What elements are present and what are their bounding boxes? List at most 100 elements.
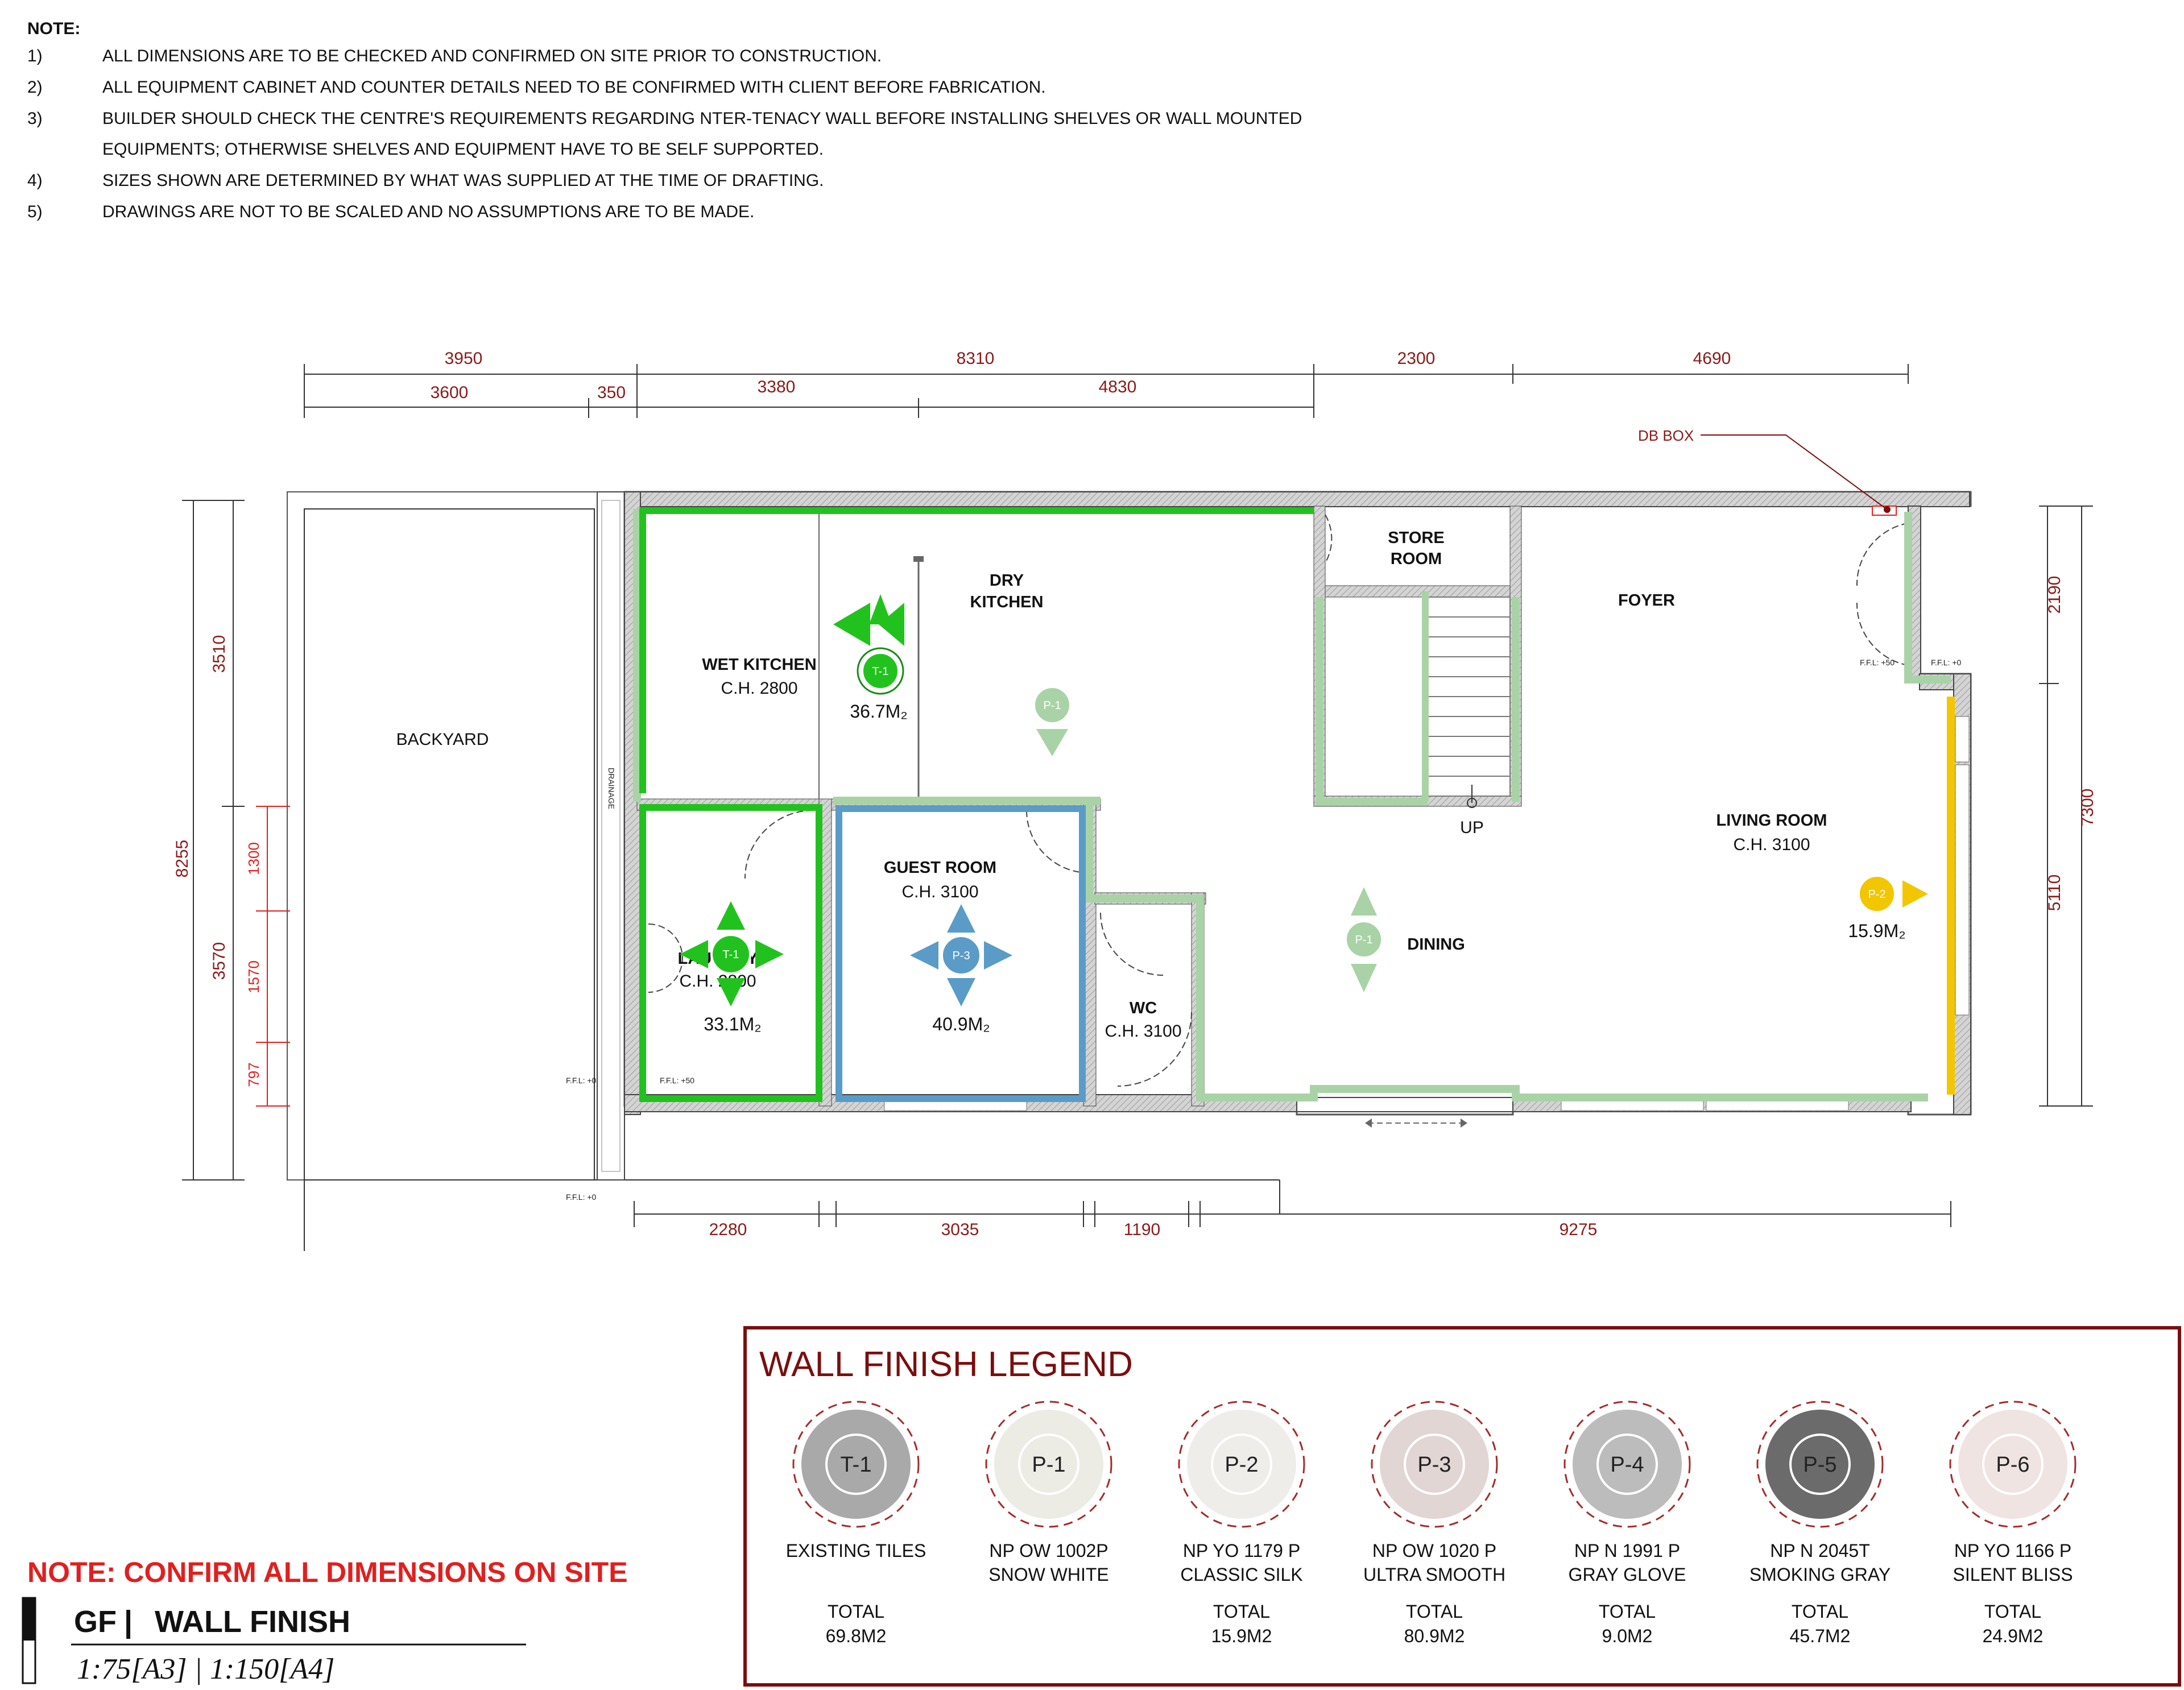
finish-marker-p3-guest: P-3 40.9M₂	[910, 904, 1012, 1034]
legend-total-label: TOTAL	[828, 1601, 884, 1622]
legend-total-value: 69.8M2	[826, 1626, 887, 1646]
top-dimensions	[304, 364, 1909, 418]
room-label-wet-kitchen: WET KITCHEN	[702, 656, 816, 674]
note-text: BUILDER SHOULD CHECK THE CENTRE'S REQUIR…	[102, 109, 1302, 128]
room-label-foyer: FOYER	[1618, 591, 1675, 610]
arrow-up-icon	[947, 904, 975, 933]
legend-title: WALL FINISH LEGEND	[759, 1345, 1133, 1384]
laundry-side-door	[648, 923, 683, 993]
legend-name: ULTRA SMOOTH	[1363, 1564, 1505, 1585]
drawing-level: GF	[74, 1605, 117, 1639]
backyard-area	[304, 508, 595, 1180]
dimension-label: 2190	[2045, 576, 2064, 614]
drawing-title-separator: |	[124, 1605, 133, 1639]
arrow-down-icon	[717, 978, 745, 1006]
arrow-left-icon	[680, 940, 708, 968]
level-label: F.F.L: +50	[1860, 658, 1895, 667]
finish-area-label: 36.7M₂	[850, 701, 907, 722]
legend-total-label: TOTAL	[1213, 1601, 1270, 1622]
legend-name: NP N 2045T	[1770, 1540, 1870, 1561]
dimension-label: 4690	[1693, 349, 1731, 368]
legend-swatch-ring	[1563, 1401, 1691, 1528]
legend-swatch	[1573, 1410, 1682, 1519]
ceiling-height-living: C.H. 3100	[1733, 835, 1810, 854]
note-number: 3)	[27, 109, 43, 128]
room-label-guest: GUEST ROOM	[884, 859, 996, 877]
arrow-down-icon	[947, 978, 975, 1006]
legend-swatch-inner	[1596, 1434, 1658, 1495]
wc-door-swing	[1117, 1012, 1192, 1087]
foyer-door-swing	[1856, 523, 1909, 586]
finish-marker-circle	[1858, 875, 1896, 913]
partition-cap	[913, 556, 924, 562]
arrow-left-icon	[1365, 1119, 1372, 1128]
legend-swatch	[801, 1410, 911, 1519]
legend-code: P-3	[1417, 1453, 1451, 1477]
finish-marker-p1-dry: P-1	[1033, 686, 1072, 756]
dimension-label: 3600	[431, 383, 469, 402]
store-south-wall	[1325, 585, 1511, 598]
db-box-leader	[1701, 434, 1888, 510]
legend-total-value: 45.7M2	[1790, 1626, 1851, 1646]
legend-name: NP OW 1002P	[989, 1540, 1108, 1561]
doors	[648, 514, 1909, 1087]
finish-marker-circle	[710, 934, 751, 975]
legend-code: P-1	[1032, 1453, 1065, 1477]
bottom-dimensions	[634, 1201, 1951, 1227]
legend-code: P-6	[1996, 1453, 2029, 1477]
dimension-label: 3570	[210, 942, 229, 980]
note-number: 4)	[27, 171, 43, 190]
finish-area-label: 40.9M₂	[932, 1014, 990, 1034]
finish-marker-code: T-1	[723, 948, 739, 961]
legend-swatch-inner	[1982, 1434, 2044, 1495]
finish-marker-circle	[1033, 686, 1072, 724]
note-text: DRAWINGS ARE NOT TO BE SCALED AND NO ASS…	[102, 202, 754, 221]
legend-code: P-4	[1610, 1453, 1644, 1477]
finish-marker-p2-living: P-2 15.9M₂	[1848, 875, 1928, 941]
room-label-store: ROOM	[1391, 550, 1442, 568]
note-number: 1)	[27, 47, 43, 65]
drainage-channel	[601, 500, 621, 1172]
finish-line	[1904, 512, 1951, 684]
legend-swatch-inner	[1018, 1434, 1079, 1495]
room-label-dry-kitchen: DRY	[990, 571, 1024, 590]
note-number: 2)	[27, 78, 43, 97]
drawing-title: WALL FINISH	[155, 1605, 350, 1639]
dimension-label: 7300	[2078, 789, 2097, 827]
top-dimension-labels: 3950 8310 2300 4690 3600 350 3380 4830	[431, 349, 1731, 402]
note-text: EQUIPMENTS; OTHERWISE SHELVES AND EQUIPM…	[102, 140, 824, 159]
legend-swatch	[1187, 1410, 1296, 1519]
finish-marker-code: P-1	[1355, 934, 1372, 946]
finish-marker-code: P-2	[1868, 888, 1885, 901]
finish-marker-code: T-1	[872, 665, 889, 678]
legend-total-value: 9.0M2	[1602, 1626, 1653, 1646]
ceiling-height-laundry: C.H. 2800	[679, 972, 756, 991]
notes-heading: NOTE:	[27, 19, 80, 38]
legend-total-label: TOTAL	[1406, 1601, 1463, 1622]
legend-swatch-inner	[1211, 1434, 1272, 1495]
finish-p3-outline	[835, 805, 1086, 1102]
left-dimensions	[182, 500, 245, 1180]
ceiling-height-wc: C.H. 3100	[1105, 1022, 1181, 1041]
dimension-label: 3380	[758, 378, 796, 396]
left-red-dimensions	[256, 806, 290, 1107]
note-text: ALL DIMENSIONS ARE TO BE CHECKED AND CON…	[102, 47, 882, 65]
arrow-down-icon	[1351, 964, 1377, 992]
level-label: F.F.L: +0	[566, 1192, 597, 1202]
finish-line	[1316, 597, 1428, 806]
north-wall	[624, 491, 1970, 507]
legend-swatch-ring	[1371, 1401, 1498, 1528]
legend-swatch-ring	[1178, 1401, 1305, 1528]
legend-total-value: 80.9M2	[1404, 1626, 1465, 1646]
stair-up-label: UP	[1460, 818, 1484, 837]
arrow-up-icon	[717, 901, 745, 930]
arrow-up-icon	[1351, 887, 1377, 916]
dimension-label: 9275	[1560, 1220, 1598, 1239]
dimension-label: 8255	[173, 840, 192, 878]
ceiling-height-guest: C.H. 3100	[901, 883, 978, 901]
dimension-label: 1190	[1124, 1220, 1161, 1239]
